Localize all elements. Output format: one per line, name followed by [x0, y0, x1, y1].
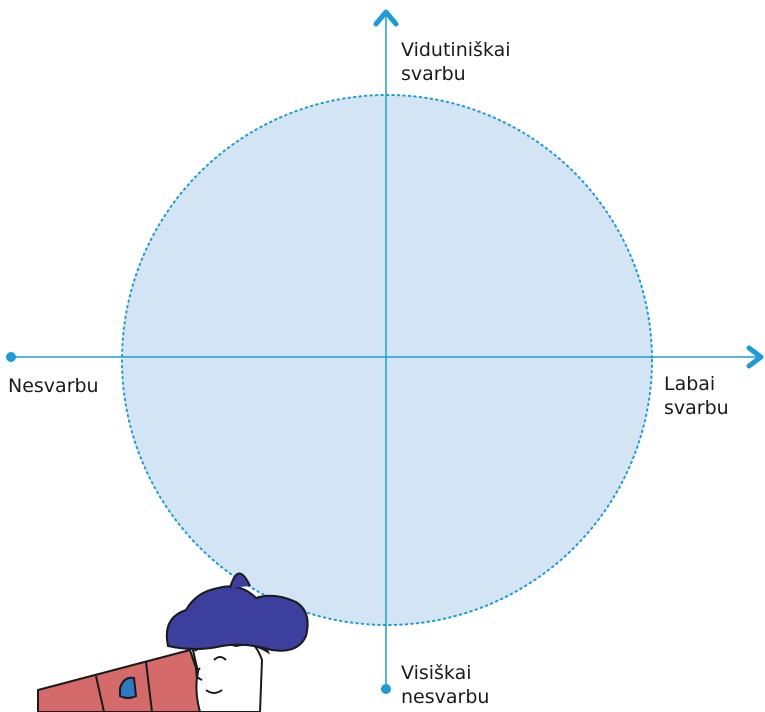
right-arrow-icon	[746, 345, 764, 369]
axis-label-bottom-line1: Visiškai	[401, 662, 472, 684]
axis-label-right-line1: Labai	[664, 373, 716, 395]
axis-label-right-line2: svarbu	[664, 397, 729, 419]
axis-label-top-line1: Vidutiniškai	[401, 39, 511, 61]
axis-label-bottom-line2: nesvarbu	[401, 686, 490, 708]
importance-circle	[121, 94, 653, 626]
spyglass-icon	[37, 649, 201, 712]
axis-label-top: Vidutiniškai svarbu	[401, 38, 511, 86]
axis-label-bottom: Visiškai nesvarbu	[401, 661, 489, 709]
left-axis-dot	[6, 352, 16, 362]
axis-label-left: Nesvarbu	[8, 374, 99, 398]
bottom-axis-dot	[381, 684, 391, 694]
axis-label-right: Labai svarbu	[664, 372, 729, 420]
pirate-illustration	[37, 572, 309, 712]
pirate-hat-icon	[165, 585, 309, 652]
axis-label-left-line1: Nesvarbu	[8, 375, 99, 397]
glove-icon	[119, 676, 138, 699]
axis-label-top-line2: svarbu	[401, 63, 466, 85]
up-arrow-icon	[373, 9, 399, 27]
